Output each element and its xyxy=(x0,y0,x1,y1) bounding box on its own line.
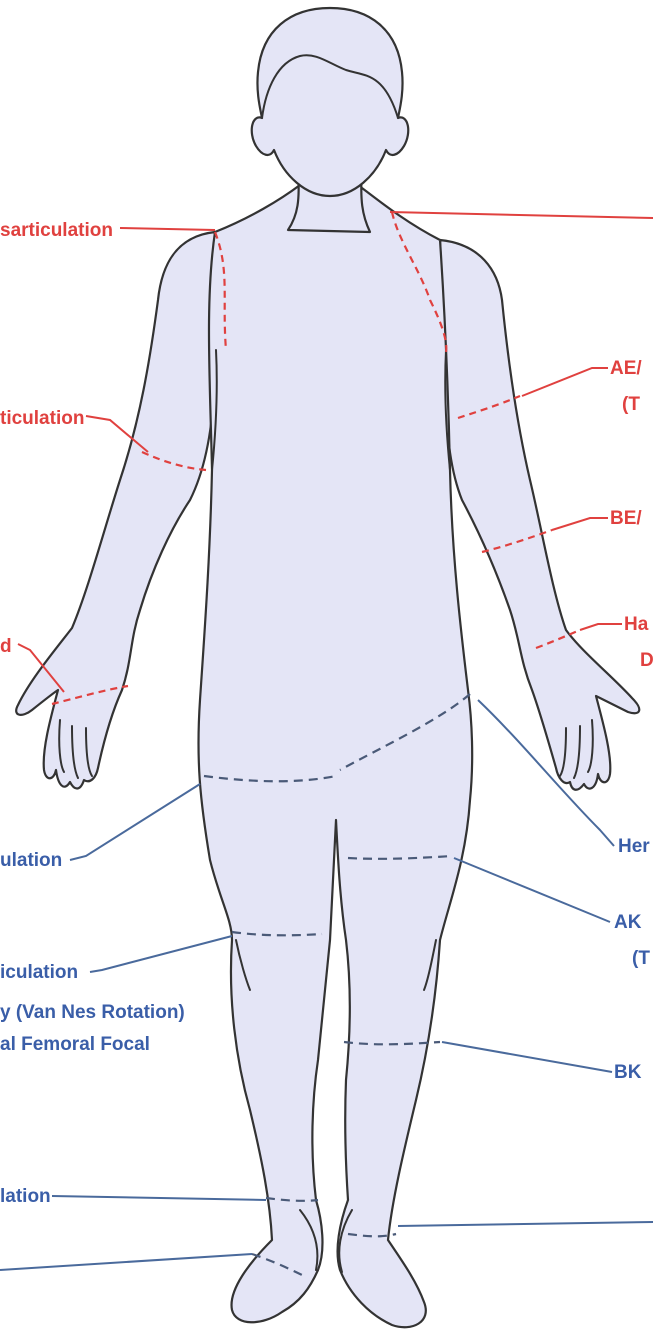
label-elbow-disarticulation: ticulation xyxy=(0,408,84,429)
label-hip-disarticulation: ulation xyxy=(0,850,62,871)
label-hand-line2: D xyxy=(640,650,653,671)
leader-be-right xyxy=(552,518,608,530)
leader-above-knee xyxy=(454,858,610,922)
leader-ankle-right xyxy=(398,1222,653,1226)
leader-hip xyxy=(70,784,200,860)
label-bk: BK xyxy=(614,1062,642,1083)
right-labels: AE/ (T BE/ Ha D Her AK (T BK xyxy=(610,358,653,1083)
label-rotationplasty: y (Van Nes Rotation) xyxy=(0,1002,185,1023)
leader-foot-left xyxy=(0,1254,252,1270)
label-ankle-disarticulation: lation xyxy=(0,1186,51,1207)
leader-knee xyxy=(90,936,232,972)
label-ak-line2: (T xyxy=(632,948,650,969)
leader-shoulder-left xyxy=(120,228,215,230)
label-ae-line1: AE/ xyxy=(610,358,642,379)
head xyxy=(252,8,409,196)
label-hemipelvectomy: Her xyxy=(618,836,650,857)
label-knee-disarticulation: iculation xyxy=(0,962,78,983)
label-be: BE/ xyxy=(610,508,642,529)
leader-below-knee xyxy=(442,1042,612,1072)
label-shoulder-disarticulation: sarticulation xyxy=(0,220,113,241)
label-pffd: al Femoral Focal xyxy=(0,1034,150,1055)
leader-shoulder-right xyxy=(390,212,653,218)
leader-ae-right xyxy=(522,368,608,396)
leader-hand-right xyxy=(580,624,622,630)
label-ae-line2: (T xyxy=(622,394,640,415)
label-wrist: d xyxy=(0,636,12,657)
torso-and-legs xyxy=(198,185,472,1327)
label-hand-line1: Ha xyxy=(624,614,649,635)
label-ak-line1: AK xyxy=(614,912,642,933)
human-body-figure xyxy=(16,8,639,1327)
left-arm xyxy=(16,232,215,789)
leader-ankle-left xyxy=(52,1196,266,1200)
